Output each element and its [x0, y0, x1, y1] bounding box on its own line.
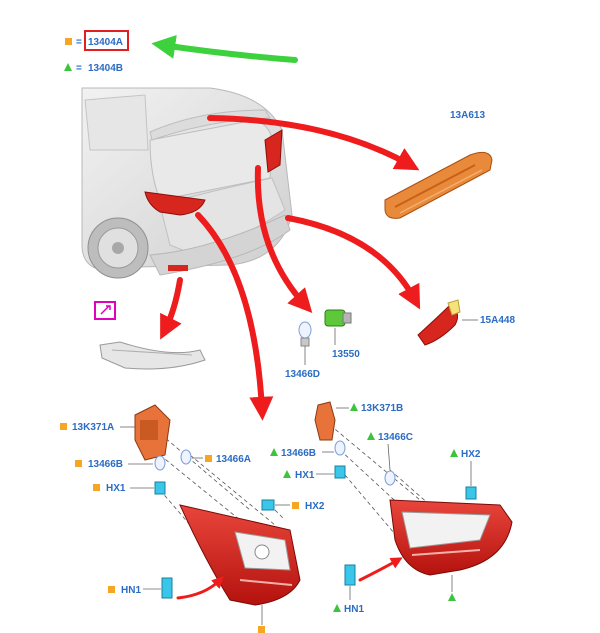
triangle-marker-icon — [64, 63, 72, 71]
trim-panel-part — [94, 301, 206, 370]
square-marker-icon — [205, 455, 212, 462]
car-rear-illustration — [81, 87, 293, 279]
right-lamp-assembly: 13K371B 13466B 13466C HX1 HX2 HN1 — [270, 401, 513, 615]
label-13466a: 13466A — [216, 454, 251, 465]
label-13k371b: 13K371B — [361, 403, 403, 414]
triangle-marker-icon — [350, 403, 358, 411]
label-right-13466b: 13466B — [281, 448, 316, 459]
reflector-part: 15A448 — [417, 299, 515, 346]
legend-square-code: 13404A — [88, 37, 123, 48]
triangle-marker-icon — [270, 448, 278, 456]
square-marker-icon — [108, 586, 115, 593]
square-marker-icon — [75, 460, 82, 467]
legend: = 13404A = 13404B — [64, 30, 129, 74]
legend-triangle-code: 13404B — [88, 63, 123, 74]
label-13a613: 13A613 — [450, 110, 485, 121]
legend-eq-2: = — [76, 63, 82, 74]
label-left-hn1: HN1 — [121, 585, 141, 596]
green-arrow — [151, 35, 298, 63]
triangle-marker-icon — [448, 593, 456, 601]
label-left-hx1: HX1 — [106, 483, 126, 494]
label-right-hx2: HX2 — [461, 449, 481, 460]
arrow-right-hn1 — [358, 557, 403, 582]
triangle-marker-icon — [333, 604, 341, 612]
label-13550: 13550 — [332, 349, 360, 360]
arrow-to-trim — [160, 277, 183, 340]
left-lamp-assembly: 13K371A 13466B 13466A HX1 HX2 HN1 — [60, 404, 325, 633]
square-marker-icon — [65, 38, 72, 45]
square-marker-icon — [258, 626, 265, 633]
arrow-to-left-lamp — [195, 212, 274, 421]
label-13k371a: 13K371A — [72, 422, 114, 433]
label-right-hn1: HN1 — [344, 604, 364, 615]
red-arrows — [160, 115, 421, 421]
triangle-marker-icon — [450, 449, 458, 457]
label-left-13466b: 13466B — [88, 459, 123, 470]
legend-eq: = — [76, 37, 82, 48]
triangle-marker-icon — [283, 470, 291, 478]
square-marker-icon — [292, 502, 299, 509]
label-13466d: 13466D — [285, 369, 320, 380]
arrow-to-high-mount-lamp — [207, 115, 420, 171]
arrow-left-hn1 — [176, 576, 224, 600]
triangle-marker-icon — [367, 432, 375, 440]
highlight-box — [84, 30, 129, 51]
square-marker-icon — [93, 484, 100, 491]
high-mount-lamp-part: 13A613 — [384, 110, 493, 219]
bulb-13466d-part: 13466D — [285, 321, 320, 380]
arrow-to-reflector — [285, 215, 421, 310]
label-right-hx1: HX1 — [295, 470, 315, 481]
square-marker-icon — [60, 423, 67, 430]
socket-part: 13550 — [324, 309, 360, 360]
label-left-hx2: HX2 — [305, 501, 325, 512]
label-15a448: 15A448 — [480, 315, 515, 326]
label-13466c: 13466C — [378, 432, 413, 443]
arrow-to-socket — [254, 165, 313, 313]
